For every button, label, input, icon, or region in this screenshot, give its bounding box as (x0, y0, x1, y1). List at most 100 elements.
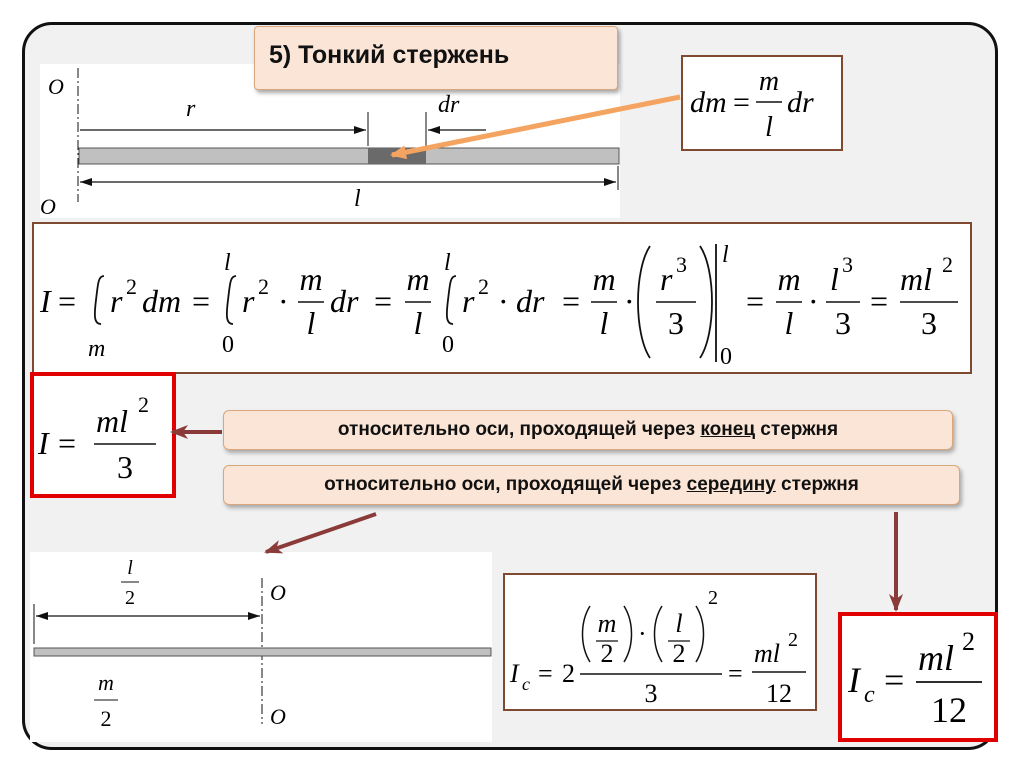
ic-formula-box (503, 573, 817, 711)
svg-text:12: 12 (931, 690, 967, 730)
svg-text:0: 0 (222, 332, 234, 358)
svg-text:m: m (777, 261, 800, 297)
mid-result-box (838, 612, 998, 742)
r-label: r (186, 96, 196, 122)
svg-text:l: l (675, 609, 682, 638)
svg-text:·: · (498, 283, 509, 319)
svg-text:0: 0 (720, 344, 732, 370)
svg-text:m: m (592, 261, 615, 297)
svg-text:2: 2 (601, 639, 614, 668)
svg-text:dm: dm (690, 86, 727, 119)
svg-text:·: · (808, 283, 819, 319)
svg-text:2: 2 (258, 274, 269, 299)
end-result-box (30, 372, 176, 498)
svg-text:=: = (58, 283, 76, 319)
svg-text:2: 2 (478, 274, 489, 299)
keyword-end: конец (700, 419, 755, 440)
svg-text:3: 3 (645, 679, 658, 708)
svg-text:ml: ml (900, 261, 932, 297)
svg-text:=: = (733, 86, 750, 119)
svg-text:2: 2 (125, 587, 135, 609)
svg-text:l: l (444, 250, 451, 276)
svg-text:l: l (785, 305, 794, 341)
axis-label-mid-bottom: O (270, 704, 286, 729)
half-rod-figure-panel (30, 552, 492, 742)
svg-text:m: m (759, 66, 779, 97)
dm-formula-box (681, 55, 843, 151)
svg-text:r: r (110, 283, 123, 319)
svg-text:ml: ml (918, 638, 954, 678)
svg-text:·: · (638, 619, 647, 648)
half-rod-diagram: O O l 2 m 2 (33, 557, 492, 731)
dr-label: dr (438, 92, 460, 118)
axis-label-top: O (48, 74, 64, 99)
svg-text:=: = (374, 283, 392, 319)
svg-text:=: = (538, 659, 553, 688)
svg-text:=: = (562, 283, 580, 319)
integral-formula-box (32, 222, 972, 374)
svg-text:I: I (509, 659, 520, 688)
svg-text:m: m (406, 261, 429, 297)
svg-text:m: m (88, 336, 105, 362)
svg-text:3: 3 (117, 449, 133, 485)
svg-text:ml: ml (96, 403, 128, 439)
rod-diagram: O O r dr l (40, 68, 620, 219)
svg-text:I: I (847, 660, 862, 700)
svg-text:l: l (127, 557, 133, 579)
svg-text:2: 2 (788, 629, 798, 651)
svg-text:2: 2 (708, 587, 718, 609)
svg-text:ml: ml (754, 639, 780, 668)
svg-text:=: = (58, 425, 76, 461)
svg-text:dm: dm (142, 283, 181, 319)
axis-label-mid-top: O (270, 580, 286, 605)
svg-text:l: l (600, 305, 609, 341)
axis-through-middle-label: относительно оси, проходящей через серед… (223, 465, 960, 505)
svg-text:m: m (299, 261, 322, 297)
title-box: 5) Тонкий стержень (254, 26, 618, 90)
keyword-middle: середину (686, 474, 776, 495)
svg-text:3: 3 (842, 252, 853, 277)
svg-text:0: 0 (442, 332, 454, 358)
svg-text:2: 2 (962, 627, 975, 656)
svg-text:l: l (830, 261, 839, 297)
svg-text:=: = (884, 660, 904, 700)
svg-text:3: 3 (668, 305, 684, 341)
svg-text:2: 2 (126, 274, 137, 299)
svg-text:=: = (870, 283, 888, 319)
svg-text:dr: dr (787, 86, 814, 119)
svg-text:r: r (462, 283, 475, 319)
svg-text:2: 2 (942, 252, 953, 277)
svg-text:c: c (522, 674, 530, 694)
svg-text:m: m (598, 609, 617, 638)
svg-text:r: r (660, 261, 673, 297)
svg-text:3: 3 (835, 305, 851, 341)
svg-text:=: = (192, 283, 210, 319)
l-label: l (354, 186, 361, 212)
svg-text:c: c (864, 682, 875, 708)
svg-text:dr: dr (330, 283, 359, 319)
svg-text:2: 2 (138, 392, 149, 417)
svg-text:3: 3 (676, 252, 687, 277)
slide-title: 5) Тонкий стержень (269, 41, 510, 69)
svg-text:·: · (624, 283, 635, 319)
svg-text:2: 2 (673, 639, 686, 668)
ic-formula: I c = 2 m 2 · l 2 2 3 = ml 2 12 (509, 587, 806, 708)
dm-pointer-arrow (390, 94, 681, 160)
svg-text:I: I (39, 283, 52, 319)
axis-label-bottom: O (40, 194, 56, 219)
svg-text:=: = (746, 283, 764, 319)
svg-text:m: m (98, 670, 114, 695)
rod (78, 147, 620, 165)
svg-text:=: = (728, 659, 743, 688)
svg-text:r: r (242, 283, 255, 319)
svg-text:2: 2 (101, 706, 112, 731)
svg-text:dr: dr (516, 283, 545, 319)
svg-text:12: 12 (766, 679, 792, 708)
svg-text:l: l (224, 250, 231, 276)
arrow-to-half-rod-figure (264, 512, 377, 554)
svg-text:l: l (414, 305, 423, 341)
svg-text:l: l (765, 112, 773, 143)
svg-text:3: 3 (921, 305, 937, 341)
svg-text:I: I (37, 425, 50, 461)
